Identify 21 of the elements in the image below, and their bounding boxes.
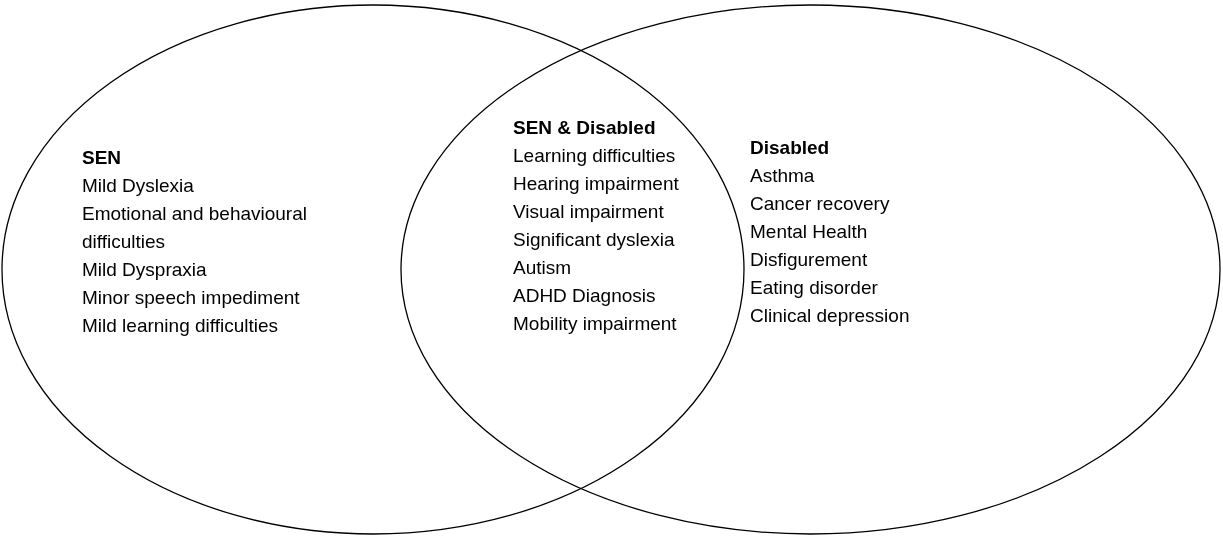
list-item: Hearing impairment bbox=[513, 172, 679, 196]
list-item: Asthma bbox=[750, 164, 815, 188]
list-item: Mental Health bbox=[750, 220, 868, 244]
list-item: Mild learning difficulties bbox=[82, 314, 279, 338]
category-heading: SEN bbox=[82, 146, 122, 170]
list-item: Disfigurement bbox=[750, 248, 868, 272]
list-item: Mild Dyslexia bbox=[82, 174, 194, 198]
list-item: Minor speech impediment bbox=[82, 286, 300, 310]
list-item: Emotional and behavioural difficulties bbox=[82, 202, 308, 254]
list-item: Visual impairment bbox=[513, 200, 664, 224]
list-item: Cancer recovery bbox=[750, 192, 890, 216]
list-item: Eating disorder bbox=[750, 276, 878, 300]
list-item: Autism bbox=[513, 256, 572, 280]
category-heading: Disabled bbox=[750, 136, 830, 160]
list-item: Clinical depression bbox=[750, 304, 910, 328]
category-heading: SEN & Disabled bbox=[513, 116, 656, 140]
list-item: ADHD Diagnosis bbox=[513, 284, 656, 308]
list-item: Learning difficulties bbox=[513, 144, 676, 168]
list-item: Mobility impairment bbox=[513, 312, 677, 336]
list-item: Significant dyslexia bbox=[513, 228, 675, 252]
list-item: Mild Dyspraxia bbox=[82, 258, 207, 282]
